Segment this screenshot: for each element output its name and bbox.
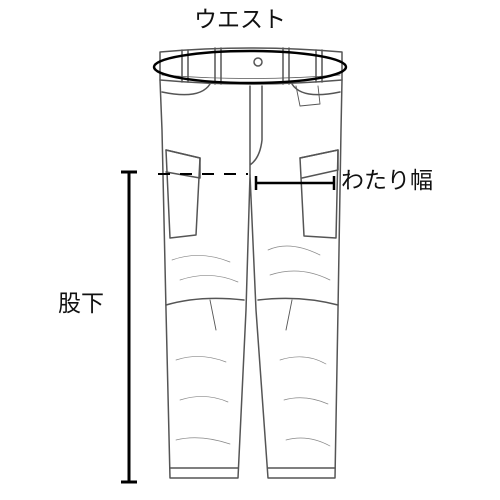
- waist-button: [253, 57, 263, 67]
- knee-dart-left: [209, 299, 217, 331]
- front-pocket-right: [291, 83, 341, 96]
- knee-panel-right: [257, 297, 339, 306]
- waistband-stitch: [161, 74, 341, 79]
- belt-loop-center-right: [282, 47, 290, 85]
- cargo-flap-right: [299, 149, 339, 179]
- cargo-pocket-right: [299, 149, 339, 239]
- fabric-wrinkles: [171, 245, 331, 447]
- inseam-measure: [121, 170, 137, 484]
- belt-loop-center-left: [214, 47, 222, 85]
- pants-illustration: [159, 47, 343, 479]
- knee-panel-left: [165, 297, 245, 306]
- thigh-measure: [158, 173, 336, 190]
- front-pocket-left: [161, 83, 211, 96]
- coin-pocket: [295, 85, 321, 107]
- thigh-width-label: わたり幅: [341, 168, 433, 194]
- waist-label: ウエスト: [194, 7, 286, 33]
- cargo-pocket-left: [165, 149, 201, 239]
- pants-outline: [159, 79, 343, 479]
- knee-dart-right: [285, 299, 293, 331]
- waist-measure-ellipse: [152, 49, 348, 85]
- inseam-label: 股下: [58, 291, 104, 317]
- fly-stitch: [249, 85, 263, 176]
